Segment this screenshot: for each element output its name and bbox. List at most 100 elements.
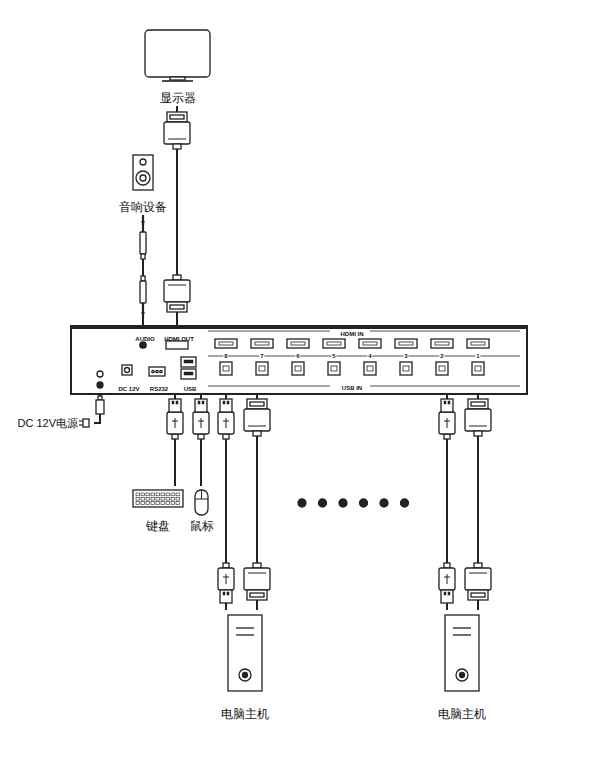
port-label: RS232 <box>150 386 168 393</box>
bracket-line <box>370 386 520 387</box>
port-number: 7 <box>259 353 264 360</box>
hdmi-port <box>395 339 417 348</box>
hdmi-plug <box>468 590 488 600</box>
usb-plug <box>439 412 455 434</box>
hdmi-plug <box>474 431 482 436</box>
keyboard-key <box>156 502 160 505</box>
monitor-stand <box>162 80 193 82</box>
keyboard-key <box>166 497 170 500</box>
port-number: 2 <box>439 353 444 360</box>
keyboard-key <box>161 493 165 496</box>
speaker-box <box>140 175 146 181</box>
bracket-line <box>370 331 520 332</box>
usb-port <box>259 366 265 371</box>
usb-port <box>331 366 337 371</box>
hdmi-plug <box>244 409 270 431</box>
usb-plug <box>223 592 225 595</box>
usb-plug <box>441 590 453 603</box>
indicator <box>97 382 103 388</box>
usb-plug <box>218 412 234 434</box>
usb-plug <box>220 590 232 603</box>
audio-plug <box>141 313 145 314</box>
speaker-box <box>133 155 153 190</box>
keyboard-key <box>141 502 145 505</box>
computer-tower <box>239 669 251 681</box>
computer-host: 电脑主机 <box>210 610 280 722</box>
usb-plug <box>444 592 446 595</box>
speaker-box <box>140 159 146 165</box>
usb-plug <box>218 568 234 590</box>
keyboard-key <box>156 493 160 496</box>
hdmi-port <box>251 339 273 348</box>
hdmi-port <box>215 339 237 348</box>
keyboard-key <box>176 493 180 496</box>
usb-plug <box>172 434 178 439</box>
computer-host: 电脑主机 <box>427 610 497 722</box>
usb-port <box>223 366 229 371</box>
hdmi-plug <box>250 593 264 597</box>
hdmi-plug <box>173 275 181 280</box>
keyboard-key <box>161 497 165 500</box>
usb-plug <box>223 577 229 578</box>
hdmi-plug <box>248 573 266 574</box>
usb-plug <box>444 577 450 578</box>
keyboard-key <box>171 493 175 496</box>
hdmi-port <box>359 339 381 348</box>
usb-plug <box>448 401 450 404</box>
speaker-device: 音响设备 <box>115 150 171 215</box>
hdmi-plug <box>247 399 267 409</box>
hdmi-plug <box>167 112 187 122</box>
device-label: 电脑主机 <box>221 708 269 722</box>
hdmi-port <box>363 342 377 345</box>
keyboard-key <box>136 502 140 505</box>
audio-plug <box>142 303 144 319</box>
hdmi-plug <box>168 139 186 140</box>
hdmi-plug <box>164 280 190 302</box>
keyboard-key <box>146 502 150 505</box>
dc-plug <box>96 400 104 414</box>
ellipsis-dot <box>298 499 306 507</box>
hdmi-plug <box>247 590 267 600</box>
keyboard-key <box>171 497 175 500</box>
usb-port <box>292 362 304 375</box>
power-plug <box>79 424 83 425</box>
hdmi-plug <box>469 426 487 427</box>
mouse-icon <box>195 490 208 515</box>
rs232-terminal <box>160 370 162 372</box>
usb-port <box>184 372 193 375</box>
computer-tower <box>453 627 471 628</box>
port-label: USB <box>184 386 197 393</box>
usb-plug <box>444 421 450 422</box>
hdmi-plug <box>471 402 485 406</box>
power-plug <box>79 420 83 421</box>
computer-tower <box>453 634 471 635</box>
ellipsis-dot <box>380 499 388 507</box>
usb-port <box>295 366 301 371</box>
port-label: HDMI IN <box>341 331 364 338</box>
mouse-device: 鼠标 <box>187 486 217 534</box>
port-number: 1 <box>475 353 480 360</box>
audio-plug <box>140 232 146 254</box>
hdmi-plug <box>465 568 491 590</box>
hdmi-port <box>471 342 485 345</box>
monitor-device: 显示器 <box>140 26 215 106</box>
kvm-panel <box>70 325 528 395</box>
device-label: 鼠标 <box>190 520 214 534</box>
dc-jack <box>122 365 132 375</box>
hdmi-port <box>323 339 345 348</box>
usb-port <box>403 366 409 371</box>
port-number: 4 <box>367 353 372 360</box>
indicator <box>97 371 103 377</box>
usb-plug <box>167 412 183 434</box>
hdmi-port <box>467 339 489 348</box>
ellipsis-dot <box>339 499 347 507</box>
usb-plug <box>193 412 209 434</box>
hdmi-plug <box>168 285 186 286</box>
keyboard-key <box>161 502 165 505</box>
keyboard-key <box>136 497 140 500</box>
bracket-line <box>208 331 330 332</box>
dc-jack <box>125 368 130 373</box>
keyboard-device: 键盘 <box>128 486 188 534</box>
port-number: 8 <box>223 353 228 360</box>
